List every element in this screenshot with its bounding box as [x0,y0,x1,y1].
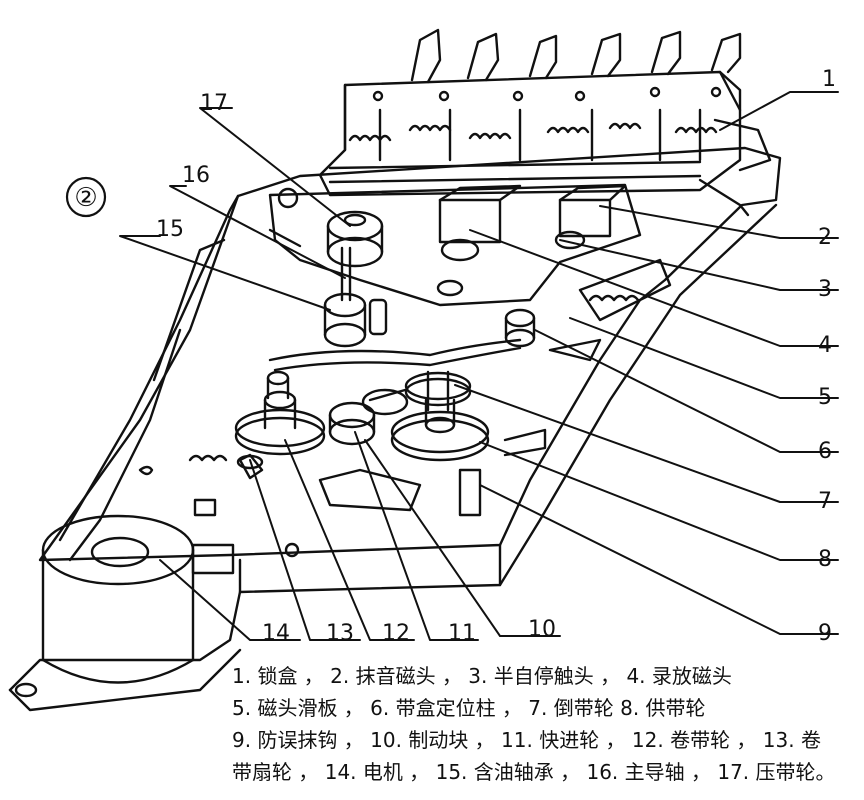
supply-reel [390,398,490,462]
fast-forward-gear [328,388,409,446]
pinch-roller [326,210,384,268]
slot-left [193,498,217,517]
callout-14: 14 [262,621,290,646]
latch [138,465,154,476]
callout-numbers: 1 2 3 4 5 6 7 8 9 10 11 12 13 14 15 16 1… [156,67,836,646]
erase-prevent-hook [458,468,482,517]
head-slide [268,183,642,307]
callout-6: 6 [818,439,832,464]
callout-13: 13 [326,621,354,646]
lock-box-bracket [318,28,772,197]
hook-tab [503,428,547,457]
brake-block [318,468,422,512]
parts-legend: 1. 锁盒 ， 2. 抹音磁头 ， 3. 半自停触头 ， 4. 录放磁头 5. … [232,660,858,788]
callout-16: 16 [182,163,210,188]
callout-9: 9 [818,621,832,646]
callout-7: 7 [818,489,832,514]
chassis-plate [38,146,782,594]
callout-2: 2 [818,225,832,250]
rewind-reel [404,370,472,412]
figure-label-circle [65,176,107,218]
callout-10: 10 [528,617,556,642]
callout-1: 1 [822,67,836,92]
callout-12: 12 [382,621,410,646]
callout-5: 5 [818,385,832,410]
legend-line-1: 1. 锁盒 ， 2. 抹音磁头 ， 3. 半自停触头 ， 4. 录放磁头 [232,664,732,688]
left-spring [188,454,228,462]
capstan-bearing [323,246,388,348]
callout-8: 8 [818,547,832,572]
callout-11: 11 [448,621,476,646]
legend-line-2: 5. 磁头滑板 ， 6. 带盒定位柱 ， 7. 倒带轮 8. 供带轮 [232,696,706,720]
auto-stop-contact [578,258,672,322]
take-up-reel [234,370,326,456]
slide-tab [548,338,602,362]
slide-spring [588,294,640,302]
leader-lines [119,91,839,641]
belt-path-2 [273,346,522,372]
motor [8,514,242,712]
callout-17: 17 [200,91,228,116]
callout-15: 15 [156,217,184,242]
legend-line-3: 9. 防误抹钩 ， 10. 制动块 ， 11. 快进轮 ， 12. 卷带轮 ， … [232,728,821,752]
guide-post [504,308,536,348]
figure-label: ② [74,183,97,213]
callout-3: 3 [818,277,832,302]
belt-path [268,338,522,362]
legend-line-4: 带扇轮 ， 14. 电机 ， 15. 含油轴承 ， 16. 主导轴 ， 17. … [232,760,836,784]
callout-4: 4 [818,333,832,358]
screw-bottom [284,542,300,558]
